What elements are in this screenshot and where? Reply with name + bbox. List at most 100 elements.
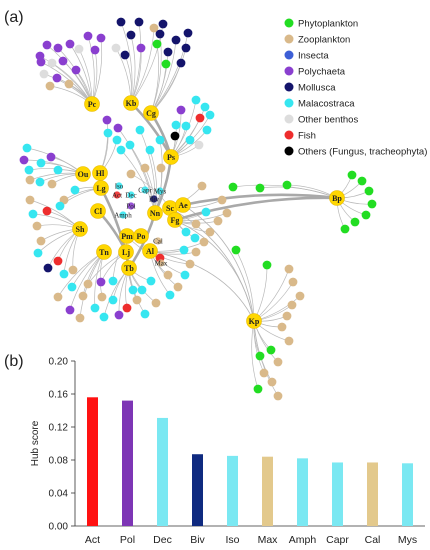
network-leaf-node-14 — [71, 65, 81, 75]
hub-node-label: Fg — [171, 216, 180, 225]
hub-node-pc: Pc — [84, 96, 100, 112]
legend-swatch-others — [284, 146, 294, 156]
x-tick-label-pol: Pol — [120, 534, 135, 546]
network-leaf-node-22 — [149, 23, 159, 33]
x-tick-label-biv: Biv — [190, 534, 205, 546]
network-leaf-node-89 — [222, 208, 232, 218]
network-leaf-node-4 — [83, 31, 93, 41]
hub-node-circle — [143, 105, 159, 121]
panel-b-label: (b) — [4, 353, 24, 370]
network-leaf-node-88 — [213, 216, 223, 226]
network-edge — [139, 129, 156, 214]
minor-node-cal: Cal — [153, 237, 163, 245]
network-leaf-node-48 — [35, 177, 45, 187]
network-edge — [149, 250, 255, 322]
minor-node-label: Max — [155, 259, 168, 267]
network-leaf-node-56 — [33, 248, 43, 258]
y-tick-label: 0.08 — [49, 456, 69, 467]
hub-node-cg: Cg — [143, 105, 159, 121]
network-leaf-node-54 — [32, 221, 42, 231]
y-axis-ticks: 0.000.040.080.120.160.20 — [49, 357, 75, 533]
network-leaf-node-116 — [267, 377, 277, 387]
network-thick-edges — [96, 101, 339, 270]
bar-dec — [157, 417, 168, 526]
y-tick-label: 0.20 — [49, 357, 69, 368]
network-leaf-node-43 — [22, 143, 32, 153]
network-leaf-node-86 — [191, 219, 201, 229]
x-tick-label-amph: Amph — [289, 534, 317, 546]
network-leaf-node-115 — [259, 368, 269, 378]
network-leaf-node-8 — [47, 58, 57, 68]
network-leaf-node-10 — [39, 69, 49, 79]
hub-node-pm: Pm — [119, 228, 135, 244]
hub-node-circle — [72, 221, 88, 237]
hub-node-circle — [133, 228, 149, 244]
bar-act — [87, 397, 98, 526]
network-leaf-node-117 — [253, 384, 263, 394]
y-tick-label: 0.12 — [49, 423, 69, 434]
network-leaf-node-39 — [185, 135, 195, 145]
network-leaf-node-0 — [42, 40, 52, 50]
minor-node-label: Cal — [153, 237, 163, 245]
hub-node-circle — [167, 212, 183, 228]
network-leaf-node-40 — [194, 140, 204, 150]
network-leaf-node-15 — [35, 51, 45, 61]
legend-item-insecta: Insecta — [284, 50, 329, 62]
network-leaf-node-3 — [74, 44, 84, 54]
network-bundle-edge — [173, 196, 339, 222]
network-leaf-node-108 — [287, 300, 297, 310]
network-leaf-node-21 — [136, 43, 146, 53]
hub-node-label: Nn — [150, 209, 161, 218]
y-tick-label: 0.04 — [49, 489, 69, 500]
hub-node-label: Cl — [94, 207, 103, 216]
legend-label-fish: Fish — [298, 131, 316, 142]
network-leaf-node-31 — [155, 29, 165, 39]
hub-node-cl: Cl — [90, 203, 106, 219]
bar-biv — [192, 454, 203, 526]
hub-node-circle — [90, 203, 106, 219]
network-leaf-node-61 — [42, 206, 52, 216]
panel-a-label: (a) — [4, 9, 24, 26]
legend-label-others: Others (Fungus, tracheophyta) — [298, 147, 427, 158]
legend: Phytoplankton Zooplankton Insecta Polych… — [284, 18, 427, 158]
legend-label-other-benthos: Other benthos — [298, 115, 358, 126]
x-tick-label-cal: Cal — [365, 534, 381, 546]
network-leaf-node-35 — [181, 121, 191, 131]
network-leaf-node-51 — [47, 179, 57, 189]
minor-node-dot — [157, 259, 165, 267]
network-leaf-node-11 — [45, 81, 55, 91]
hub-node-ae: Ae — [175, 197, 191, 213]
minor-node-mys: Mys — [154, 187, 167, 195]
network-leaf-node-1 — [53, 43, 63, 53]
network-leaf-node-69 — [99, 312, 109, 322]
hub-node-kb: Kb — [123, 95, 139, 111]
network-leaf-node-80 — [180, 270, 190, 280]
network-leaf-node-74 — [140, 309, 150, 319]
hub-node-circle — [75, 166, 91, 182]
minor-node-label: Biv — [149, 195, 160, 203]
network-leaf-node-126 — [135, 125, 145, 135]
network-leaf-node-38 — [170, 131, 180, 141]
network-edge — [169, 207, 255, 322]
hub-node-circle — [121, 260, 137, 276]
network-leaf-node-99 — [340, 224, 350, 234]
hub-node-circle — [84, 96, 100, 112]
x-tick-label-act: Act — [85, 534, 100, 546]
hub-node-hl: Hl — [92, 165, 108, 181]
network-leaf-node-41 — [205, 110, 215, 120]
hub-node-fg: Fg — [167, 212, 183, 228]
hub-node-label: Po — [137, 232, 146, 241]
network-leaf-node-60 — [68, 265, 78, 275]
minor-node-dot — [113, 191, 121, 199]
network-leaf-node-66 — [97, 292, 107, 302]
network-leaf-node-12 — [52, 73, 62, 83]
network-leaf-node-42 — [176, 105, 186, 115]
legend-item-zooplankton: Zooplankton — [284, 34, 350, 46]
minor-node-dot — [127, 202, 135, 210]
network-leaf-node-137 — [217, 195, 227, 205]
hub-node-circle — [246, 313, 262, 329]
network-leaf-node-127 — [145, 145, 155, 155]
network-leaf-node-2 — [65, 39, 75, 49]
network-leaf-node-101 — [255, 183, 265, 193]
